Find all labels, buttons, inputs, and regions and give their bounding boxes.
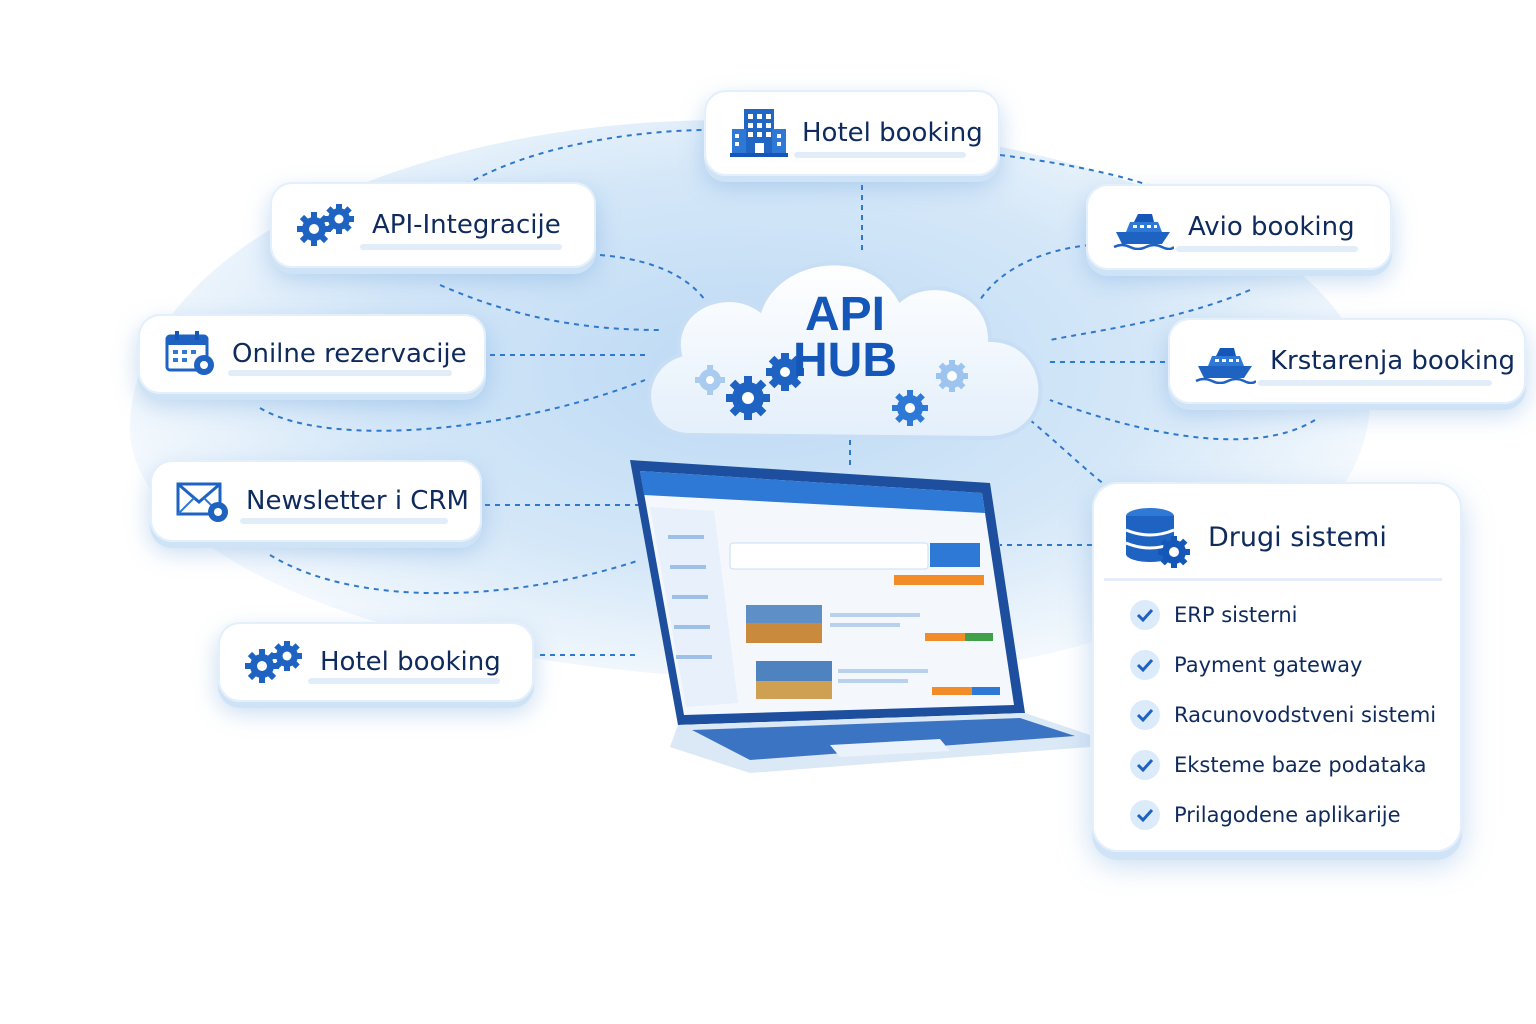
link-newsletter-2 (269, 554, 641, 595)
ship-icon (1113, 214, 1174, 250)
node-label: Onilne rezervacije (232, 339, 467, 369)
check-icon (1130, 800, 1160, 830)
link-avio (979, 244, 1091, 301)
card-underline (308, 678, 500, 684)
link-top-arc (464, 129, 706, 186)
card-underline (360, 244, 562, 250)
api-hub-title: API HUB (780, 288, 910, 387)
api-hub-cloud (647, 261, 1043, 441)
node-onilne-rezervacije[interactable]: Onilne rezervacije (138, 314, 486, 394)
check-icon (1130, 750, 1160, 780)
hub-line-1: API (804, 288, 885, 341)
node-avio-booking[interactable]: Avio booking (1086, 184, 1392, 270)
list-item-label: ERP sisterni (1174, 603, 1298, 627)
card-underline (1176, 246, 1358, 252)
link-api (599, 254, 706, 301)
check-icon (1130, 650, 1160, 680)
node-label: Hotel booking (802, 118, 983, 148)
node-krstarenja-booking[interactable]: Krstarenja booking (1168, 318, 1526, 404)
link-avio-2 (1049, 289, 1251, 341)
other-systems-panel: Drugi sistemi ERP sisterni Payment gatew… (1092, 482, 1462, 852)
list-item: Payment gateway (1130, 640, 1436, 690)
panel-title: Drugi sistemi (1208, 521, 1387, 553)
node-label: Avio booking (1188, 212, 1355, 242)
card-underline (794, 152, 966, 158)
list-item: Racunovodstveni sistemi (1130, 690, 1436, 740)
link-krstarenja-2 (1049, 399, 1316, 441)
node-api-integracije[interactable]: API-Integracije (270, 182, 596, 268)
systems-list: ERP sisterni Payment gateway Racunovodst… (1130, 590, 1436, 840)
gears-icon (245, 641, 302, 683)
hub-line-2: HUB (793, 334, 897, 387)
list-item: Prilagodene aplikarije (1130, 790, 1436, 840)
node-label: Newsletter i CRM (246, 486, 469, 516)
list-item: Eksteme baze podataka (1130, 740, 1436, 790)
gears-icon (297, 204, 354, 246)
list-item: ERP sisterni (1130, 590, 1436, 640)
node-label: Krstarenja booking (1270, 346, 1516, 376)
node-label: Hotel booking (320, 647, 501, 677)
card-underline (228, 370, 452, 376)
laptop-illustration (630, 460, 1090, 773)
list-item-label: Racunovodstveni sistemi (1174, 703, 1437, 727)
node-label: API-Integracije (372, 210, 561, 240)
check-icon (1130, 600, 1160, 630)
node-hotel-booking-top[interactable]: Hotel booking (704, 90, 1000, 176)
link-api-2 (439, 284, 661, 331)
database-gear-icon (1125, 508, 1190, 568)
list-item-label: Payment gateway (1174, 653, 1363, 677)
node-hotel-booking-bottom[interactable]: Hotel booking (218, 622, 534, 702)
calendar-gear-icon (165, 331, 214, 375)
list-item-label: Eksteme baze podataka (1174, 753, 1427, 777)
envelope-gear-icon (176, 482, 228, 522)
card-underline (240, 518, 448, 524)
hotel-building-icon (730, 109, 788, 157)
ship-icon (1195, 348, 1256, 384)
check-icon (1130, 700, 1160, 730)
list-item-label: Prilagodene aplikarije (1174, 803, 1401, 827)
link-systems (1029, 419, 1106, 486)
card-underline (1258, 380, 1492, 386)
node-newsletter-crm[interactable]: Newsletter i CRM (150, 460, 482, 542)
panel-divider (1104, 578, 1442, 581)
